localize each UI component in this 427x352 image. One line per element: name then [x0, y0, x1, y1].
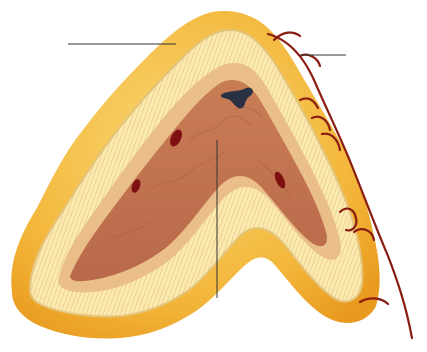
adrenal-gland-illustration	[0, 0, 427, 352]
figure-stage	[0, 0, 427, 352]
